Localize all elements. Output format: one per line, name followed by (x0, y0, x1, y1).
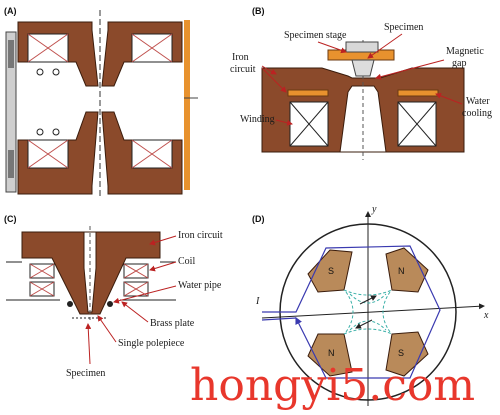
panel-b: (B) Specimen stage Specimen Magnetic gap… (230, 6, 492, 160)
watermark: hongyi5.com (190, 360, 475, 411)
field-lines (343, 289, 393, 335)
pole-label-bottom-left: N (328, 348, 335, 358)
winding-right (397, 101, 437, 147)
label-c-coil: Coil (178, 256, 195, 267)
label-winding: Winding (240, 114, 275, 125)
panel-d: (D) y x I S N N S (252, 204, 489, 406)
coil-lower-right (131, 139, 173, 169)
panel-a-label: (A) (4, 6, 17, 16)
brass-strip (184, 20, 190, 190)
current-path (261, 245, 441, 379)
cooling-plate-left (287, 89, 329, 97)
specimen-holder (345, 41, 379, 53)
coil-left (29, 263, 55, 297)
pole-label-bottom-right: S (398, 348, 404, 358)
coil-upper-left (27, 33, 69, 63)
pole-label-top-right: N (398, 266, 405, 276)
label-iron-2: circuit (230, 64, 256, 75)
cooling-plate-right (397, 89, 439, 97)
panel-a: (A) (4, 6, 198, 196)
label-c-iron: Iron circuit (178, 230, 223, 241)
label-magnetic-2: gap (452, 58, 466, 69)
label-iron-1: Iron (232, 52, 249, 63)
label-c-specimen: Specimen (66, 368, 105, 379)
current-label: I (255, 296, 260, 307)
coil-right (123, 263, 149, 297)
pole-top-left (307, 249, 353, 293)
label-specimen-stage: Specimen stage (284, 30, 347, 41)
coil-upper-right (131, 33, 173, 63)
specimen (351, 59, 375, 77)
coil-lower-left (27, 139, 69, 169)
label-c-polepiece: Single polepiece (118, 338, 185, 349)
winding-left (289, 101, 329, 147)
panel-b-label: (B) (252, 6, 265, 16)
label-water-1: Water (466, 96, 490, 107)
axis-y-label: y (371, 204, 377, 215)
panel-c: (C) Iron circuit Coil Water pipe Brass (4, 214, 223, 379)
pole-bottom-left (307, 333, 353, 377)
label-water-2: cooling (462, 108, 492, 119)
axis-x-label: x (483, 310, 489, 321)
label-c-water-pipe: Water pipe (178, 280, 222, 291)
label-specimen: Specimen (384, 22, 423, 33)
panel-d-label: (D) (252, 214, 265, 224)
x-axis (261, 303, 485, 319)
pole-label-top-left: S (328, 266, 334, 276)
pole-top-right (385, 247, 429, 293)
label-magnetic-1: Magnetic (446, 46, 484, 57)
housing-left (5, 31, 17, 193)
label-c-brass: Brass plate (150, 318, 195, 329)
panel-c-label: (C) (4, 214, 17, 224)
